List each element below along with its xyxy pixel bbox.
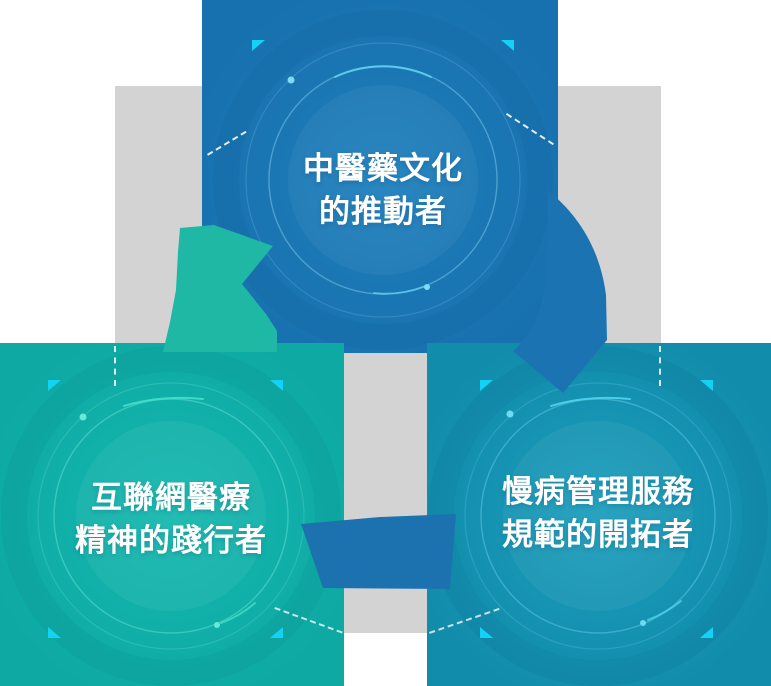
corner-marker	[700, 380, 713, 391]
label-line1: 互聯網醫療	[91, 480, 251, 515]
corner-marker	[48, 627, 61, 638]
halo-glow	[76, 421, 266, 611]
label-line2: 精神的踐行者	[75, 523, 267, 558]
corner-marker	[270, 627, 283, 638]
corner-marker	[48, 380, 61, 391]
dashed-line	[114, 346, 116, 386]
corner-marker	[480, 627, 493, 638]
corner-marker	[700, 627, 713, 638]
bg-column-left	[115, 86, 202, 344]
halo-glow	[288, 85, 478, 275]
label-internet-medical: 互聯網醫療 精神的踐行者	[21, 476, 321, 562]
label-line2: 規範的開拓者	[502, 517, 694, 552]
halo-glow	[503, 421, 693, 611]
label-tcm-culture: 中醫藥文化 的推動者	[233, 147, 533, 233]
corner-marker	[501, 40, 514, 51]
corner-marker	[480, 380, 493, 391]
label-line1: 中醫藥文化	[303, 151, 463, 186]
dashed-line	[659, 346, 661, 386]
label-chronic-disease: 慢病管理服務 規範的開拓者	[448, 470, 748, 556]
bg-column-center	[344, 340, 427, 633]
label-line2: 的推動者	[319, 194, 447, 229]
bg-column-right	[558, 86, 661, 344]
corner-marker	[252, 40, 265, 51]
label-line1: 慢病管理服務	[502, 474, 694, 509]
corner-marker	[270, 380, 283, 391]
